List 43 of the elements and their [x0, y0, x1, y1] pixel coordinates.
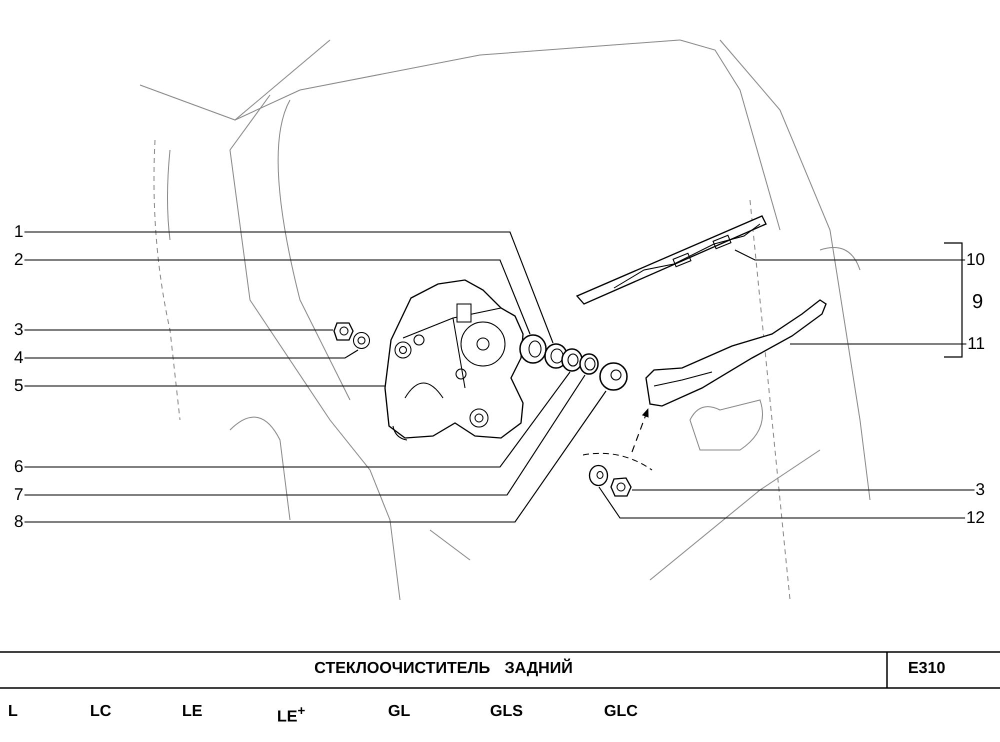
callout-number: 4: [14, 348, 24, 368]
leader-line: [790, 343, 966, 345]
callout-number: 7: [14, 485, 24, 505]
trim-level-label: GLC: [604, 703, 638, 721]
leader-line: [24, 231, 554, 344]
code-label: E310: [908, 660, 946, 678]
leader-line: [24, 350, 358, 359]
leader-line: [24, 374, 586, 496]
nut-drawing: [610, 476, 632, 498]
leader-line: [632, 489, 975, 491]
leader-line: [24, 390, 606, 523]
callout-number: 12: [966, 508, 985, 528]
leader-line: [598, 486, 966, 519]
arrow: [631, 408, 649, 452]
callout-number: 1: [14, 222, 24, 242]
lock-washer-drawing: [352, 331, 371, 350]
trim-level-label: L: [8, 703, 18, 721]
callout-number: 8: [14, 512, 24, 532]
callout-number: 3: [14, 320, 24, 340]
trim-level-label: LE: [182, 703, 202, 721]
trim-level-label: LC: [90, 703, 112, 721]
ring-drawing: [578, 353, 600, 375]
trim-level-label: GL: [388, 703, 410, 721]
wiper-blade-drawing: [574, 212, 768, 306]
leader-line: [734, 250, 966, 261]
title: СТЕКЛООЧИСТИТЕЛЬ ЗАДНИЙ: [313, 660, 574, 678]
trim-level-label: LE$^{+}$: [277, 703, 306, 726]
cap-nut-drawing: [598, 361, 629, 392]
washer-drawing: [518, 334, 548, 364]
callout-number: 11: [967, 334, 985, 354]
leader-line: [24, 372, 570, 468]
leader-line: [24, 259, 530, 334]
callout-number: 2: [14, 250, 24, 270]
leader-line: [24, 329, 333, 331]
washer-drawing: [588, 464, 609, 487]
callout-number: 6: [14, 457, 24, 477]
trim-level-label: GLS: [490, 703, 523, 721]
callout-number: 10: [966, 250, 985, 270]
callout-number: 5: [14, 376, 24, 396]
callout-number: 9: [972, 291, 984, 314]
nut-drawing: [333, 320, 354, 342]
leader-line: [24, 385, 385, 387]
callout-number: 3: [976, 480, 985, 500]
